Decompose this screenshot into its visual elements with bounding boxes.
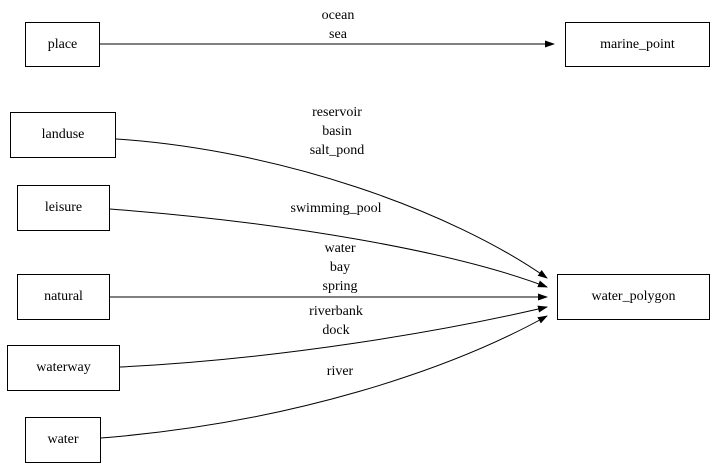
edge-label-place-marine-point: ocean sea bbox=[321, 8, 355, 42]
edge-label-natural-water-polygon: water bay spring bbox=[322, 241, 358, 294]
node-landuse: landuse bbox=[10, 112, 116, 158]
edge-label-water-water-polygon: river bbox=[326, 364, 354, 379]
node-waterway: waterway bbox=[7, 345, 120, 391]
edge-waterway-water_polygon bbox=[119, 305, 548, 368]
node-place: place bbox=[25, 22, 100, 67]
edge-label-leisure-water-polygon: swimming_pool bbox=[290, 201, 382, 216]
edge-landuse-water_polygon bbox=[115, 138, 548, 279]
edge-label-waterway-water-polygon: riverbank dock bbox=[309, 304, 363, 338]
edge-water-water_polygon bbox=[100, 315, 548, 439]
node-water: water bbox=[25, 417, 101, 463]
node-leisure: leisure bbox=[17, 185, 110, 231]
edge-label-landuse-water-polygon: reservoir basin salt_pond bbox=[309, 105, 365, 158]
edge-leisure-water_polygon bbox=[109, 208, 548, 288]
node-water-polygon: water_polygon bbox=[557, 274, 710, 320]
node-marine-point: marine_point bbox=[565, 22, 710, 67]
node-natural: natural bbox=[17, 274, 110, 320]
